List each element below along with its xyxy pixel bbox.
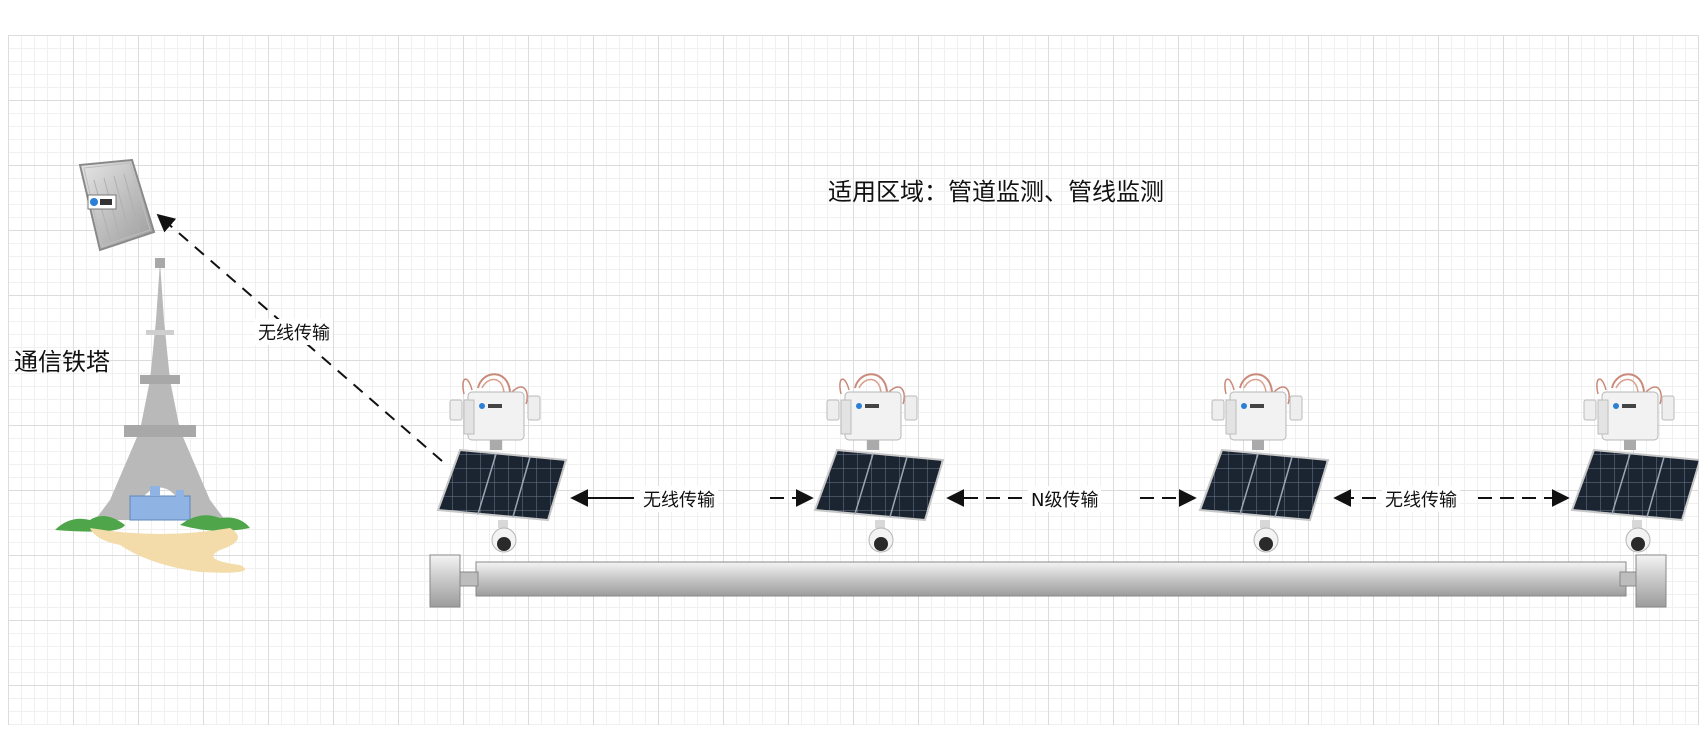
- base-station-icon: [78, 158, 156, 252]
- tower-link-label: 无线传输: [255, 319, 333, 345]
- tower-label: 通信铁塔: [14, 348, 110, 376]
- solar-camera-node-icon: [814, 373, 944, 553]
- solar-camera-node-icon: [1571, 373, 1699, 553]
- link-label-2: N级传输: [1028, 486, 1102, 512]
- diagram-title: 适用区域：管道监测、管线监测: [828, 178, 1164, 206]
- tower-icon: [55, 258, 250, 573]
- link-label-1: 无线传输: [640, 486, 718, 512]
- solar-camera-node-icon: [1199, 373, 1329, 553]
- background-grid: [8, 35, 1699, 725]
- pipeline-icon: [429, 554, 1667, 608]
- solar-camera-node-icon: [437, 373, 567, 553]
- link-label-3: 无线传输: [1382, 486, 1460, 512]
